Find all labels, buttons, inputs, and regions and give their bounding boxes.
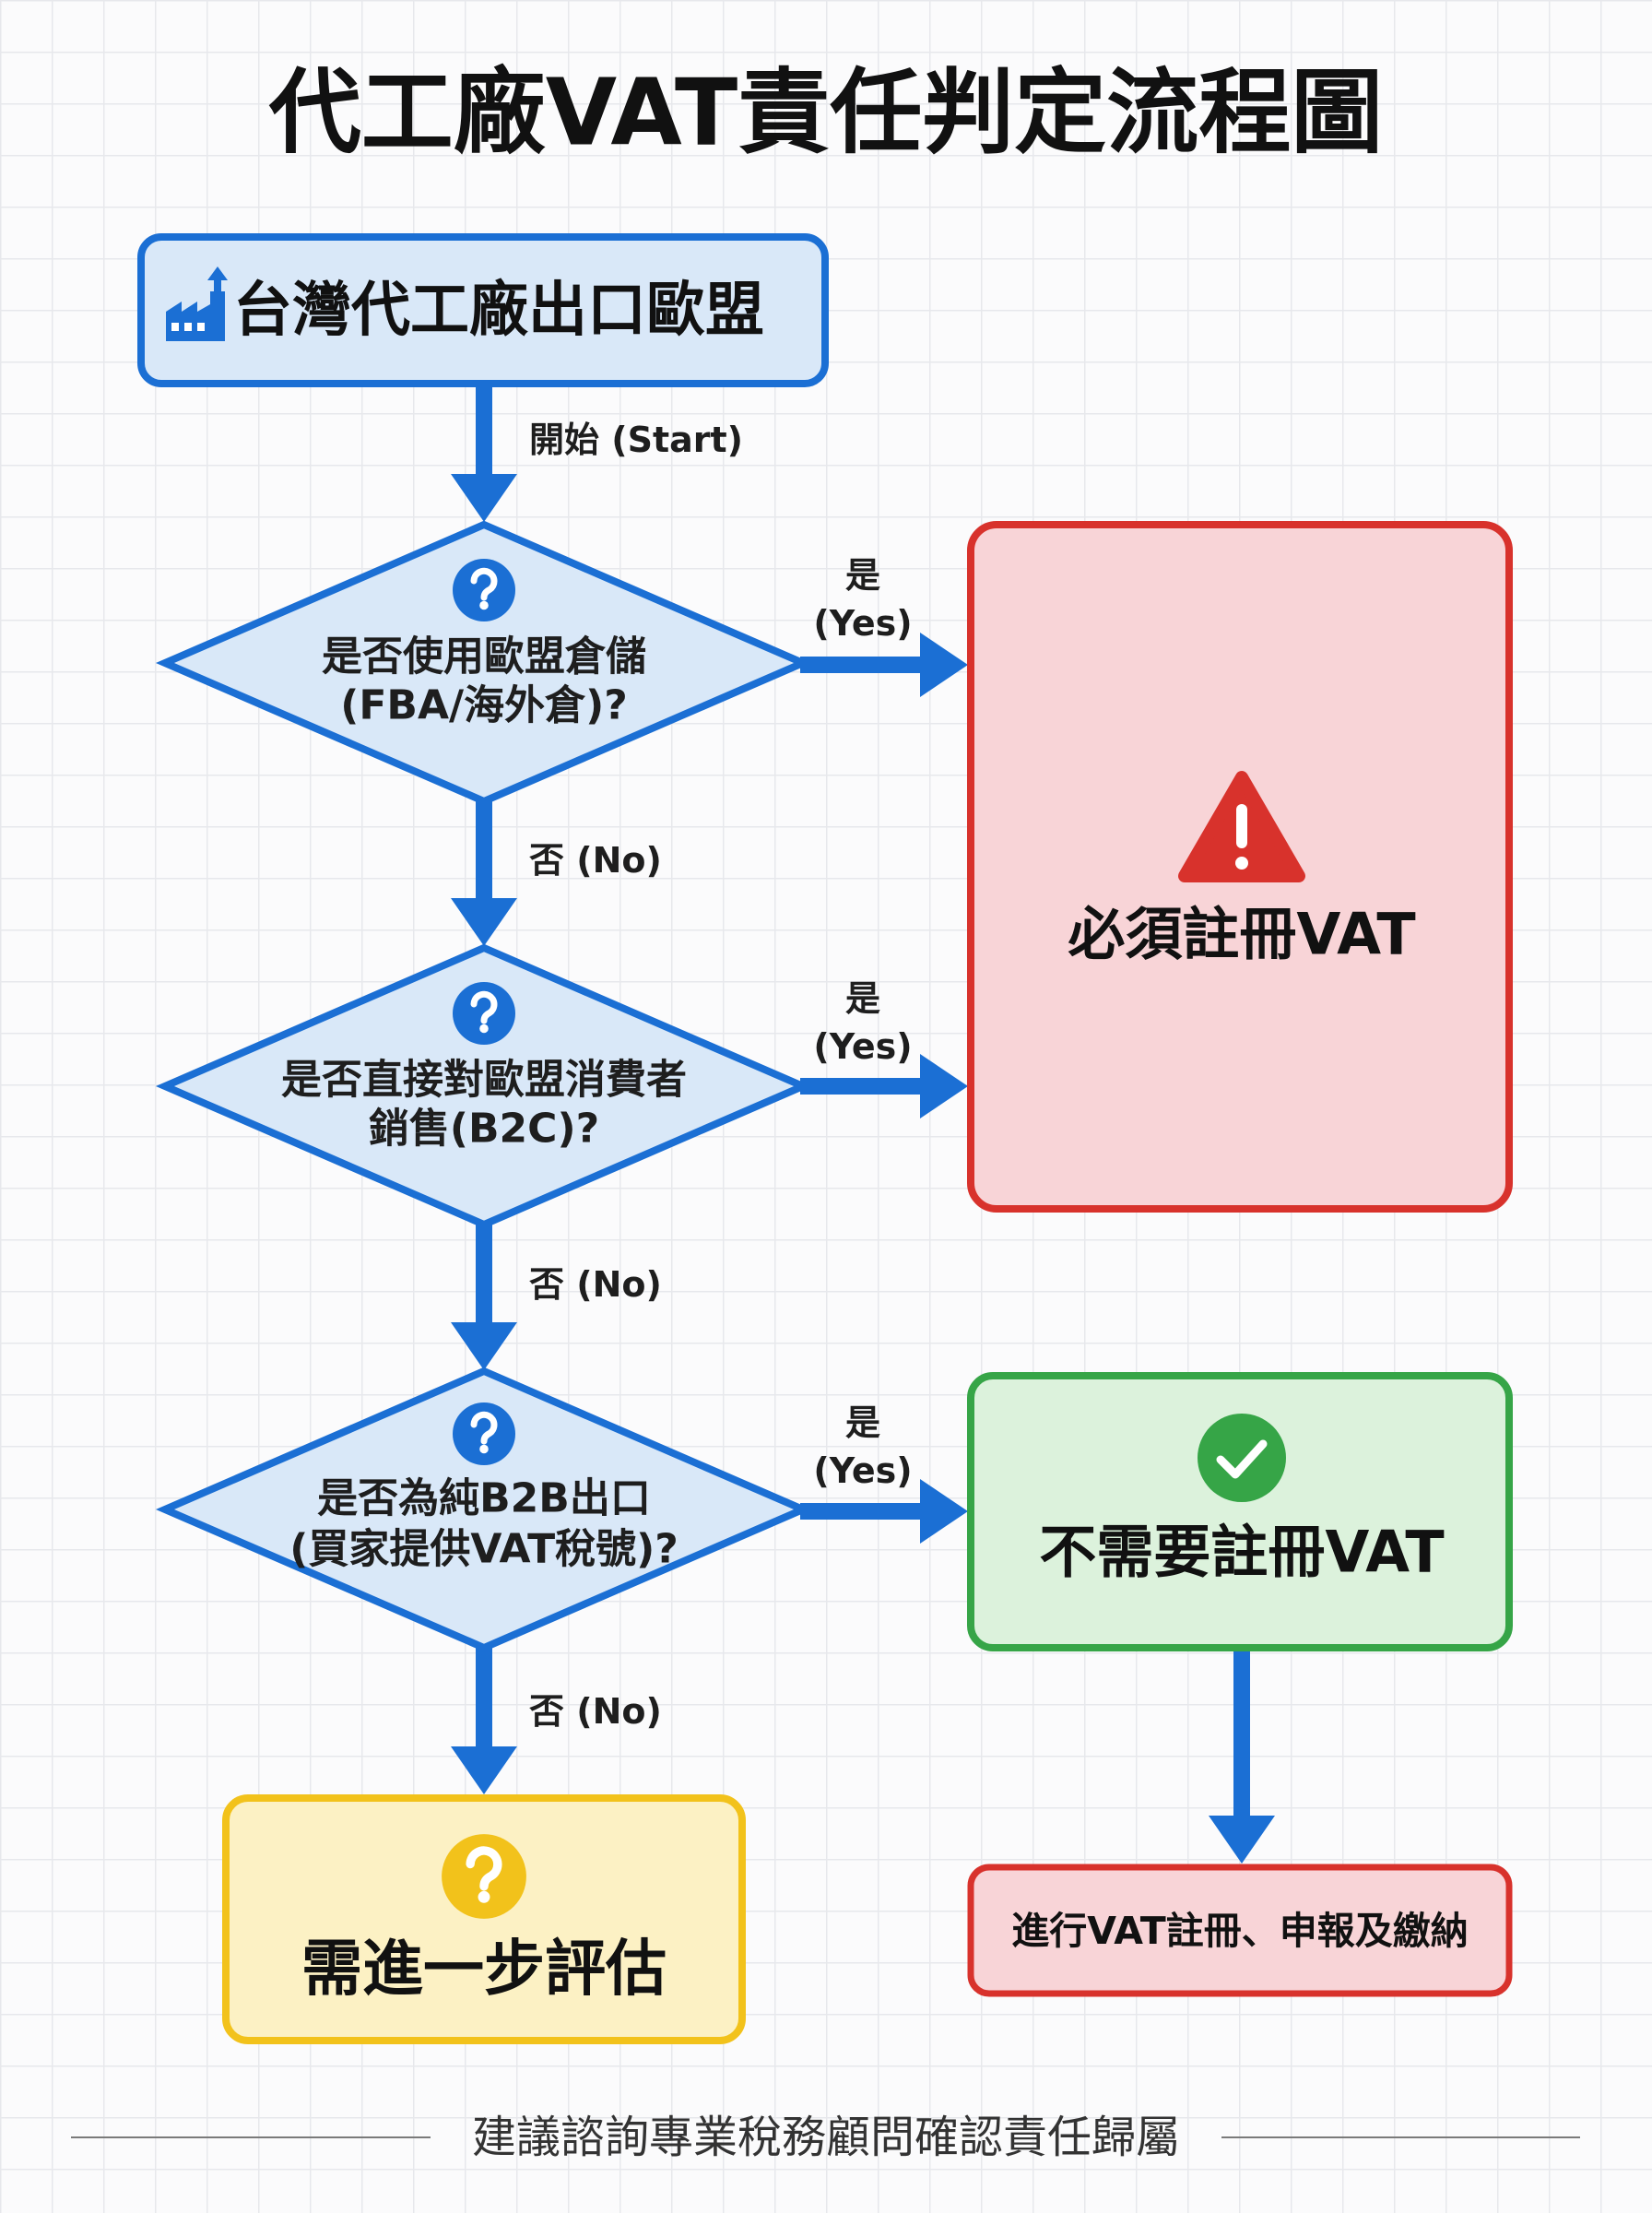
outcome-not-required: 不需要註冊VAT (967, 1372, 1513, 1651)
question-mark-dot (478, 1890, 490, 1903)
check-circle-bg (1198, 1414, 1286, 1502)
decision-2-yes-label-zh: 是 (845, 978, 880, 1019)
further-review-box (222, 1794, 746, 2044)
arrow-decision-2-yes (800, 1054, 968, 1118)
check-mark (1216, 1439, 1268, 1479)
factory-window (184, 323, 192, 331)
decision-3-line-2: (買家提供VAT稅號)? (289, 1526, 678, 1573)
arrow-start-to-decision-1 (451, 387, 517, 522)
start-node-box (137, 233, 829, 387)
page-title: 代工廠VAT責任判定流程圖 (268, 59, 1383, 167)
factory-window (171, 323, 179, 331)
factory-arrow-shaft (214, 278, 221, 291)
question-circle-icon (453, 559, 515, 621)
decision-3-yes-label-zh: 是 (845, 1402, 880, 1443)
arrow-decision-1-yes (800, 633, 968, 697)
decision-2-no-label: 否 (No) (529, 1264, 662, 1305)
arrow-decision-1-no (451, 799, 517, 946)
factory-arrow-head (207, 266, 228, 280)
outcome-action: 進行VAT註冊、申報及繳納 (967, 1864, 1513, 1997)
start-edge-label: 開始 (Start) (529, 420, 743, 460)
question-circle-icon (453, 1402, 515, 1465)
decision-1-line-1: 是否使用歐盟倉儲 (322, 633, 646, 680)
decision-3-yes-label-en: (Yes) (813, 1450, 912, 1491)
decision-1-line-2: (FBA/海外倉)? (340, 682, 627, 729)
footer: 建議諮詢專業稅務顧問確認責任歸屬 (71, 2112, 1580, 2163)
arrow-decision-2-no (451, 1223, 517, 1370)
warning-icon (1178, 771, 1305, 882)
decision-1-yes-label-en: (Yes) (813, 603, 912, 644)
decision-1-yes-label-zh: 是 (845, 555, 880, 596)
decision-3-no-label: 否 (No) (529, 1691, 662, 1732)
question-mark-dot (479, 1444, 489, 1454)
start-node: 台灣代工廠出口歐盟 (137, 233, 829, 387)
factory-building (166, 291, 225, 341)
start-node-label: 台灣代工廠出口歐盟 (233, 277, 764, 345)
not-required-label: 不需要註冊VAT (1039, 1519, 1444, 1586)
decision-3-line-1: 是否為純B2B出口 (317, 1475, 651, 1522)
decision-1-no-label: 否 (No) (529, 840, 662, 881)
not-required-box (967, 1372, 1513, 1651)
arrow-decision-3-yes (800, 1479, 968, 1544)
must-register-label: 必須註冊VAT (1068, 901, 1415, 968)
further-review-label: 需進一步評估 (301, 1934, 667, 2005)
check-circle-icon (1198, 1414, 1286, 1502)
action-label: 進行VAT註冊、申報及繳納 (1011, 1909, 1468, 1953)
factory-icon (166, 266, 228, 341)
arrow-decision-3-no (451, 1647, 517, 1794)
question-circle-icon (453, 982, 515, 1045)
question-mark-dot (479, 1024, 489, 1034)
factory-window (197, 323, 205, 331)
question-mark-curve (466, 1846, 502, 1891)
decision-node-3: 是否為純B2B出口 (買家提供VAT稅號)? (155, 1367, 813, 1652)
outcome-must-register: 必須註冊VAT (967, 521, 1513, 1213)
outcome-further-review: 需進一步評估 (222, 1794, 746, 2044)
decision-2-line-2: 銷售(B2C)? (369, 1106, 599, 1153)
footer-note: 建議諮詢專業稅務顧問確認責任歸屬 (472, 2112, 1180, 2163)
action-box (967, 1864, 1513, 1997)
arrow-not-required-to-action (1209, 1651, 1275, 1864)
question-mark-dot (479, 600, 489, 610)
question-mark-curve (470, 990, 498, 1024)
question-mark-curve (470, 1411, 498, 1445)
question-mark-curve (470, 567, 498, 601)
question-circle-icon (442, 1834, 526, 1919)
decision-node-2: 是否直接對歐盟消費者 銷售(B2C)? (155, 943, 813, 1229)
decision-node-1: 是否使用歐盟倉儲 (FBA/海外倉)? (155, 520, 813, 806)
decision-2-line-1: 是否直接對歐盟消費者 (281, 1057, 687, 1104)
decision-2-yes-label-en: (Yes) (813, 1026, 912, 1067)
warning-exclamation-dot (1235, 857, 1248, 870)
warning-exclamation-bar (1236, 804, 1247, 848)
